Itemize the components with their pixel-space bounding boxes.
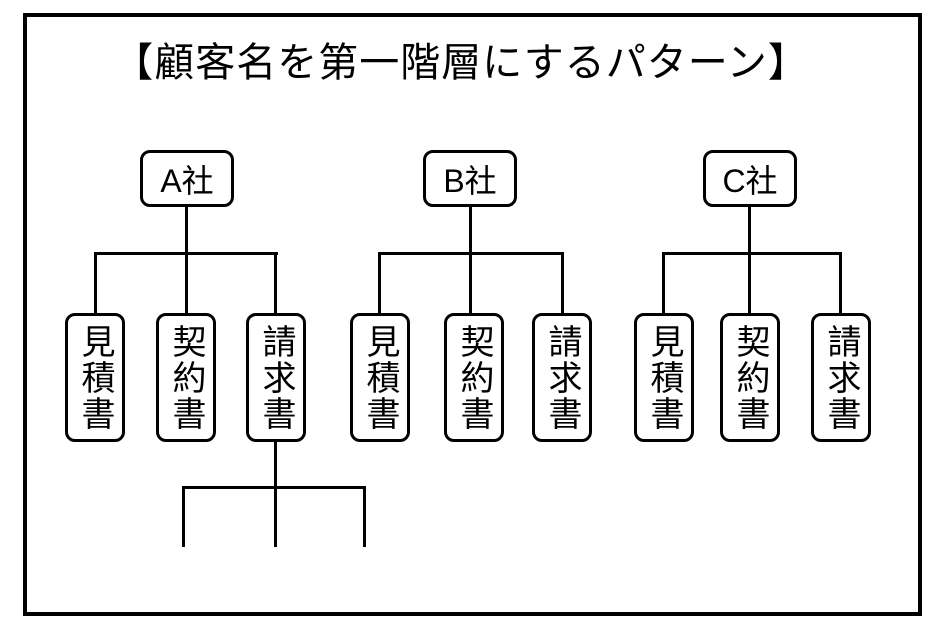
- connector-b-horizontal: [378, 252, 564, 255]
- node-a-invoice-label: 請求書: [257, 323, 295, 432]
- node-c-invoice: 請求書: [811, 313, 871, 442]
- node-c-contract-label: 契約書: [731, 323, 769, 432]
- connector-a-invoice-drop-right: [363, 486, 366, 547]
- node-b-contract-label: 契約書: [455, 323, 493, 432]
- node-c-quotation: 見積書: [634, 313, 694, 442]
- node-c-contract: 契約書: [720, 313, 780, 442]
- connector-c-stem: [748, 207, 751, 313]
- node-c-quotation-label: 見積書: [645, 323, 683, 432]
- node-b-contract: 契約書: [444, 313, 504, 442]
- connector-a-invoice-drop-left: [182, 486, 185, 547]
- node-a-quotation-label: 見積書: [76, 323, 114, 432]
- connector-a-horizontal: [94, 252, 278, 255]
- node-b-quotation: 見積書: [350, 313, 410, 442]
- node-b-quotation-label: 見積書: [361, 323, 399, 432]
- connector-a-drop-right: [274, 252, 277, 313]
- connector-c-horizontal: [662, 252, 842, 255]
- connector-b-drop-left: [378, 252, 381, 313]
- node-a-contract: 契約書: [156, 313, 216, 442]
- node-company-c: C社: [703, 150, 797, 207]
- node-company-a: A社: [140, 150, 234, 207]
- connector-b-drop-right: [561, 252, 564, 313]
- node-a-quotation: 見積書: [65, 313, 125, 442]
- node-a-invoice: 請求書: [246, 313, 306, 442]
- connector-b-stem: [469, 207, 472, 313]
- node-a-contract-label: 契約書: [167, 323, 205, 432]
- node-b-invoice-label: 請求書: [543, 323, 581, 432]
- connector-c-drop-right: [839, 252, 842, 313]
- node-b-invoice: 請求書: [532, 313, 592, 442]
- connector-c-drop-left: [662, 252, 665, 313]
- connector-a-stem: [185, 207, 188, 313]
- connector-a-invoice-horizontal: [182, 486, 366, 489]
- connector-a-invoice-stem: [274, 442, 277, 547]
- node-c-invoice-label: 請求書: [822, 323, 860, 432]
- connector-a-drop-left: [94, 252, 97, 313]
- node-company-b: B社: [423, 150, 517, 207]
- diagram-title: 【顧客名を第一階層にするパターン】: [113, 41, 809, 85]
